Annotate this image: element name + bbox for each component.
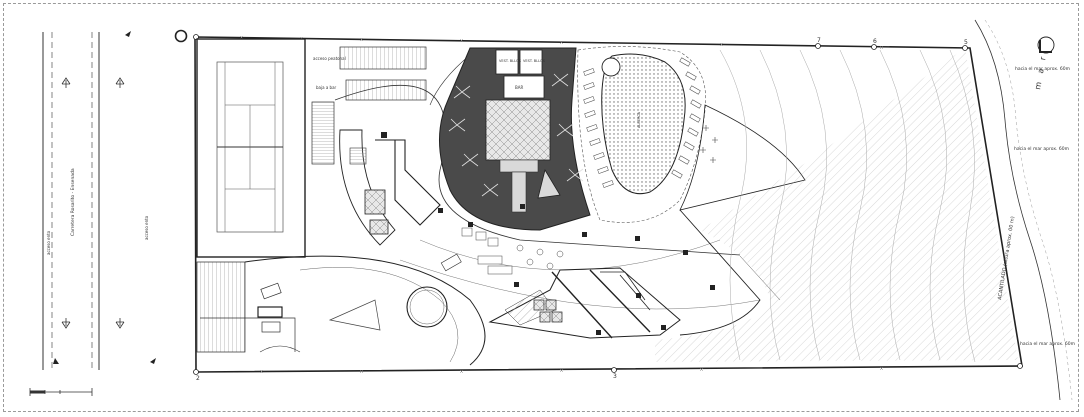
- tennis-court: [196, 38, 306, 258]
- street: Carretera Rosarito - Ensenada acceso ent…: [42, 31, 156, 370]
- lounge-area: [461, 227, 564, 275]
- parking-area: [196, 261, 301, 353]
- bar-terrace: VEST. BLLOS VEST. BLLOS BAR: [439, 47, 591, 231]
- structural-columns: [468, 204, 715, 290]
- slope-hatch: [655, 48, 1018, 363]
- vestidor-right-label: VEST. BLLOS: [523, 59, 546, 63]
- arrow-icon: [61, 77, 125, 329]
- lounger-row: [583, 57, 702, 188]
- bar-label: BAR: [515, 85, 523, 90]
- scale-bar: [29, 388, 93, 396]
- axis-markers: 2 3 7 6 5: [174, 29, 1023, 382]
- axis-marker-7: 7: [817, 37, 821, 44]
- axis-marker-2: 2: [196, 375, 200, 382]
- axis-marker-5: 5: [964, 39, 968, 46]
- sea-distance-top: hacia el mar aprox. 60m: [1015, 66, 1070, 72]
- street-name-label: Carretera Rosarito - Ensenada: [70, 168, 76, 236]
- sea-distance-bottom: hacia el mar aprox. 60m: [1020, 341, 1075, 347]
- label-acceso-peatonal: acceso peatonal: [313, 56, 346, 61]
- vestidor-left-label: VEST. BLLOS: [499, 59, 522, 63]
- north-arrow-icon: [1037, 36, 1055, 54]
- axis-marker-3: 3: [613, 373, 617, 380]
- fountain: [406, 286, 448, 328]
- sea-distance-mid: hacia el mar aprox. 60m: [1014, 146, 1069, 152]
- label-baja-bar: baja a bar: [316, 85, 337, 90]
- palm-tree-icon: [448, 73, 584, 197]
- axis-marker-6: 6: [873, 38, 877, 45]
- entrance-drive: [244, 253, 486, 366]
- stairs: acceso peatonal baja a bar: [311, 46, 427, 165]
- access-label-left: acceso ento: [46, 230, 51, 255]
- pool-deck: ALBERCA: [577, 46, 706, 223]
- pool-label: ALBERCA: [637, 111, 641, 128]
- service-building: [339, 129, 443, 246]
- access-label-right: acceso ento: [144, 215, 149, 240]
- lower-building: [488, 267, 681, 339]
- north-marker-icon: [53, 31, 156, 364]
